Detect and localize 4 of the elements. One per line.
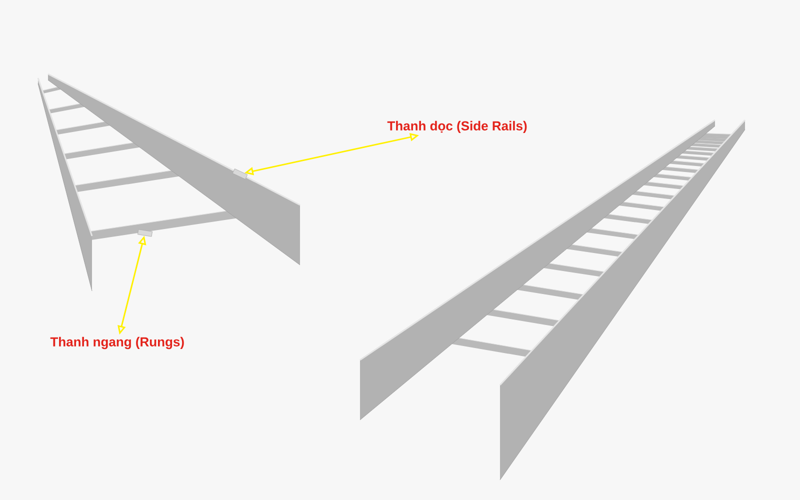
callout-label: Thanh dọc (Side Rails) xyxy=(387,120,527,134)
rail-section xyxy=(232,168,248,180)
rung-section xyxy=(138,229,153,237)
callout-label: Thanh ngang (Rungs) xyxy=(50,336,184,350)
